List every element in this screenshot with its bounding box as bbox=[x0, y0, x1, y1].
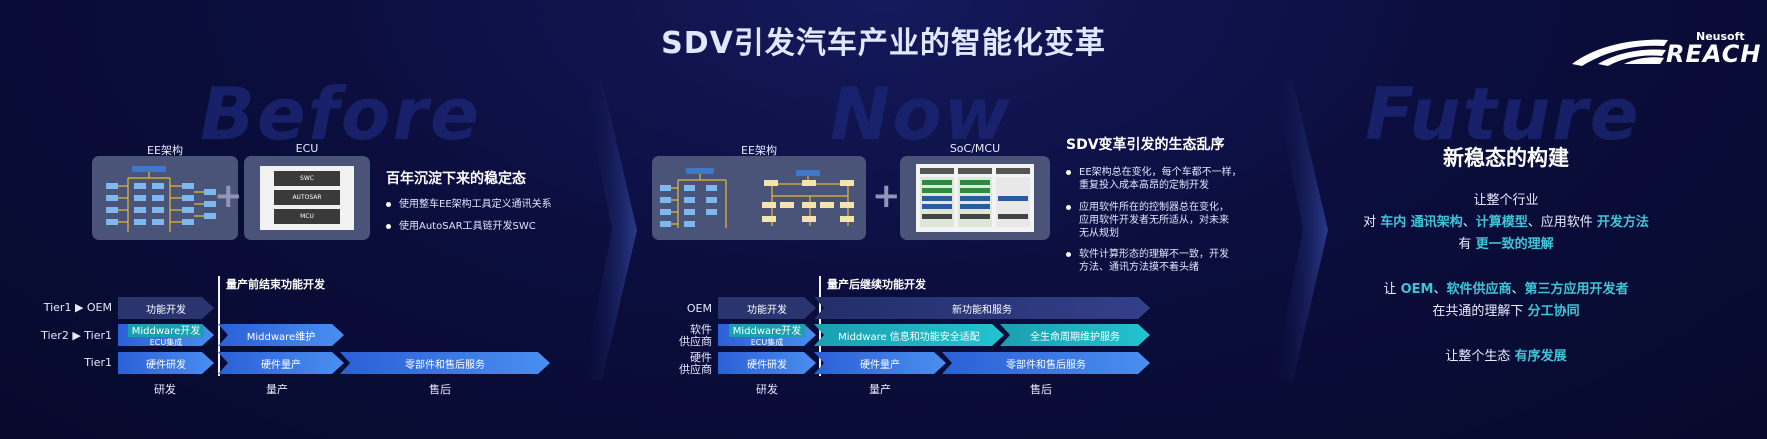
before-row3-stage: 硬件量产 bbox=[218, 352, 344, 374]
now-row3-stage: 硬件研发 bbox=[718, 352, 816, 374]
now-row2-stage: Middware开发 ECU集成 bbox=[718, 324, 816, 346]
future-line: 让 OEM、软件供应商、第三方应用开发者 bbox=[1383, 282, 1629, 297]
before-row-label: Tier1 ▶ OEM bbox=[43, 301, 112, 314]
before-bullet: 使用整车EE架构工具定义通讯关系 bbox=[386, 198, 552, 211]
logo-swoosh-icon bbox=[1572, 39, 1668, 66]
now-row-label: 软件供应商 bbox=[679, 323, 712, 348]
ee-architecture-icon bbox=[660, 168, 854, 228]
now-phase: 售后 bbox=[1030, 383, 1052, 396]
ee-architecture-icon bbox=[106, 166, 216, 232]
before-row3-stage: 零部件和售后服务 bbox=[340, 352, 550, 374]
plus-icon: + bbox=[872, 176, 901, 216]
now-row1-stage: 新功能和服务 bbox=[814, 297, 1150, 319]
future-line: 对 车内 通讯架构、计算模型、应用软件 开发方法 bbox=[1363, 215, 1649, 230]
now-bullet: 软件计算形态的理解不一致，开发方法、通讯方法摸不着头绪 bbox=[1066, 248, 1229, 274]
future-line: 有 更一致的理解 bbox=[1458, 237, 1554, 252]
now-ee-panel bbox=[652, 156, 866, 240]
before-ee-label: EE架构 bbox=[147, 144, 183, 157]
ecu-layer: AUTOSAR bbox=[274, 190, 340, 205]
chevron-separator-2 bbox=[1273, 80, 1328, 380]
before-row2-maint: Middware维护 bbox=[218, 324, 344, 346]
logo-brand: Neusoft bbox=[1696, 30, 1745, 43]
page-title: SDV引发汽车产业的智能化变革 bbox=[661, 26, 1106, 61]
before-timeline-label: 量产前结束功能开发 bbox=[226, 278, 325, 291]
ghost-before: Before bbox=[200, 72, 481, 156]
now-heading: SDV变革引发的生态乱序 bbox=[1066, 137, 1225, 153]
before-row-label: Tier2 ▶ Tier1 bbox=[41, 329, 112, 342]
now-row3-stage: 硬件量产 bbox=[814, 352, 946, 374]
ghost-now: Now bbox=[830, 72, 1013, 156]
future-heading: 新稳态的构建 bbox=[1443, 146, 1569, 170]
now-row3-stage: 零部件和售后服务 bbox=[942, 352, 1150, 374]
now-timeline-label: 量产后继续功能开发 bbox=[827, 278, 926, 291]
ecu-layer: SWC bbox=[274, 171, 340, 186]
now-row2-stage: 全生命周期维护服务 bbox=[1000, 324, 1150, 346]
before-row2-stage: Middware开发 ECU集成 bbox=[118, 324, 214, 346]
future-line: 让整个生态 有序发展 bbox=[1445, 349, 1567, 364]
before-row-label: Tier1 bbox=[84, 356, 112, 369]
ecu-layer: MCU bbox=[274, 209, 340, 224]
soc-block-icon bbox=[916, 164, 1034, 232]
before-row3-stage: 硬件研发 bbox=[118, 352, 214, 374]
plus-icon: + bbox=[214, 176, 243, 216]
before-phase: 研发 bbox=[154, 383, 176, 396]
now-soc-panel bbox=[900, 156, 1050, 240]
before-heading: 百年沉淀下来的稳定态 bbox=[386, 171, 526, 187]
before-ecu-label: ECU bbox=[295, 142, 319, 155]
before-bullet: 使用AutoSAR工具链开发SWC bbox=[386, 220, 536, 233]
now-row-label: 硬件供应商 bbox=[679, 351, 712, 376]
before-row1-stage: 功能开发 bbox=[118, 297, 214, 319]
ecu-stack: SWC AUTOSAR MCU bbox=[260, 166, 354, 230]
now-soc-label: SoC/MCU bbox=[949, 142, 1001, 155]
now-bullet: EE架构总在变化，每个车都不一样，重复投入成本高昂的定制开发 bbox=[1066, 166, 1242, 192]
before-ee-panel bbox=[92, 156, 238, 240]
now-row1-stage: 功能开发 bbox=[718, 297, 816, 319]
before-ecu-panel: SWC AUTOSAR MCU bbox=[244, 156, 370, 240]
now-row2-stage: Middware 信息和功能安全适配 bbox=[814, 324, 1004, 346]
chevron-separator-1 bbox=[582, 80, 637, 380]
now-bullet: 应用软件所在的控制器总在变化，应用软件开发者无所适从，对未来无从规划 bbox=[1066, 201, 1229, 240]
before-timeline-marker bbox=[218, 276, 220, 376]
ghost-future: Future bbox=[1365, 72, 1641, 156]
now-phase: 量产 bbox=[869, 383, 891, 396]
now-ee-label: EE架构 bbox=[741, 144, 777, 157]
before-phase: 量产 bbox=[266, 383, 288, 396]
now-phase: 研发 bbox=[756, 383, 778, 396]
logo-product: REACH bbox=[1666, 40, 1762, 68]
future-line: 让整个行业 bbox=[1473, 193, 1539, 208]
before-phase: 售后 bbox=[429, 383, 451, 396]
logo: Neusoft REACH bbox=[1568, 30, 1762, 70]
now-row-label: OEM bbox=[686, 302, 712, 315]
future-line: 在共通的理解下 分工协同 bbox=[1432, 304, 1580, 319]
